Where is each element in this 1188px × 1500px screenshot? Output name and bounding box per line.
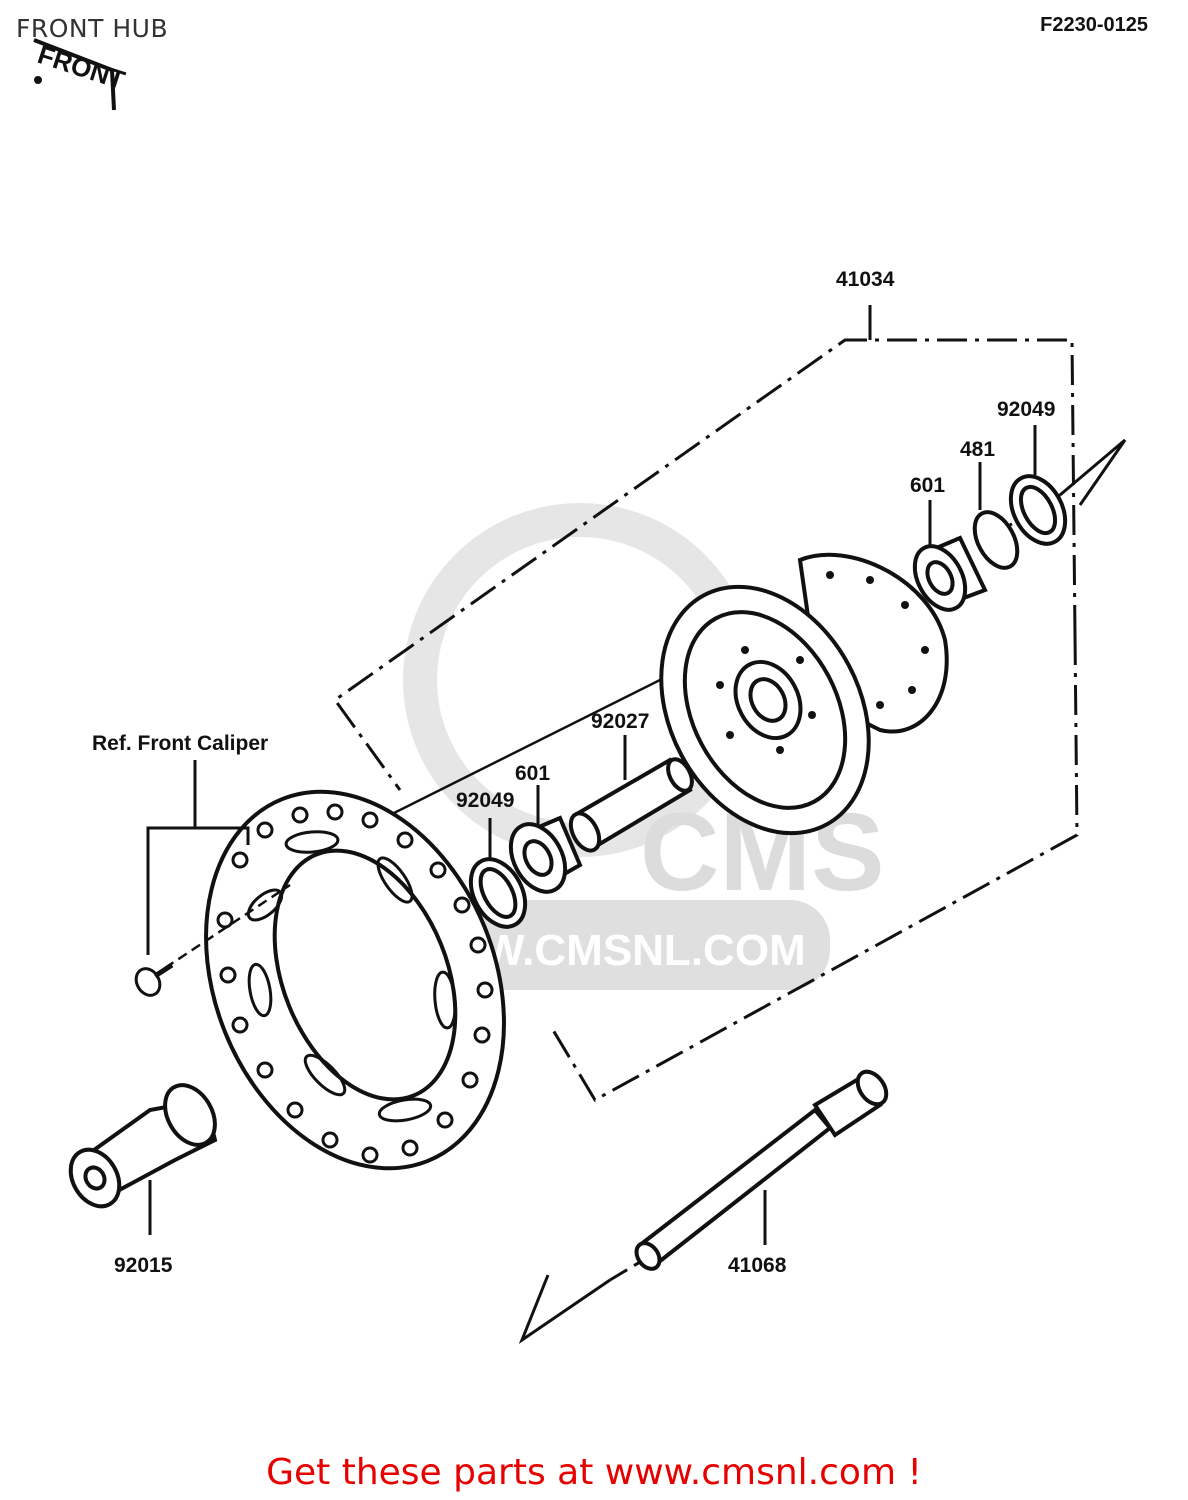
circlip-ring xyxy=(972,462,1020,570)
collar xyxy=(68,1083,218,1235)
axis-arrow-bottom xyxy=(518,1248,661,1345)
hub-assembly-bracket xyxy=(332,305,1079,1103)
diagram-code: F2230-0125 xyxy=(1040,14,1148,36)
bearing-left xyxy=(508,785,583,894)
footer-parts-link[interactable]: Get these parts at www.cmsnl.com ! xyxy=(266,1452,922,1493)
oil-seal-right xyxy=(1008,425,1068,546)
bearing-right xyxy=(912,500,988,612)
callout-hub-assembly: 41034 xyxy=(836,268,895,291)
hub-body xyxy=(659,552,949,836)
callout-bearing-right: 601 xyxy=(910,474,945,497)
front-direction-marker: FRONT xyxy=(33,38,129,111)
callout-ring: 481 xyxy=(960,438,995,461)
callout-bearing-left: 601 xyxy=(515,762,550,785)
page-title: FRONT HUB xyxy=(16,14,169,43)
center-axis xyxy=(359,658,701,832)
callout-oil-seal-right: 92049 xyxy=(997,398,1055,421)
callout-axle: 41068 xyxy=(728,1254,787,1277)
callout-oil-seal-left: 92049 xyxy=(456,789,514,812)
disc-bolt xyxy=(134,883,291,997)
oil-seal-left xyxy=(468,818,528,929)
callout-spacer: 92027 xyxy=(591,710,649,733)
axle xyxy=(634,1069,889,1271)
brake-disc xyxy=(204,789,506,1171)
callout-ref-caliper: Ref. Front Caliper xyxy=(92,732,268,755)
callout-collar: 92015 xyxy=(114,1254,173,1277)
caliper-ref-bracket xyxy=(146,760,250,955)
front-marker-label: FRONT xyxy=(34,39,129,95)
